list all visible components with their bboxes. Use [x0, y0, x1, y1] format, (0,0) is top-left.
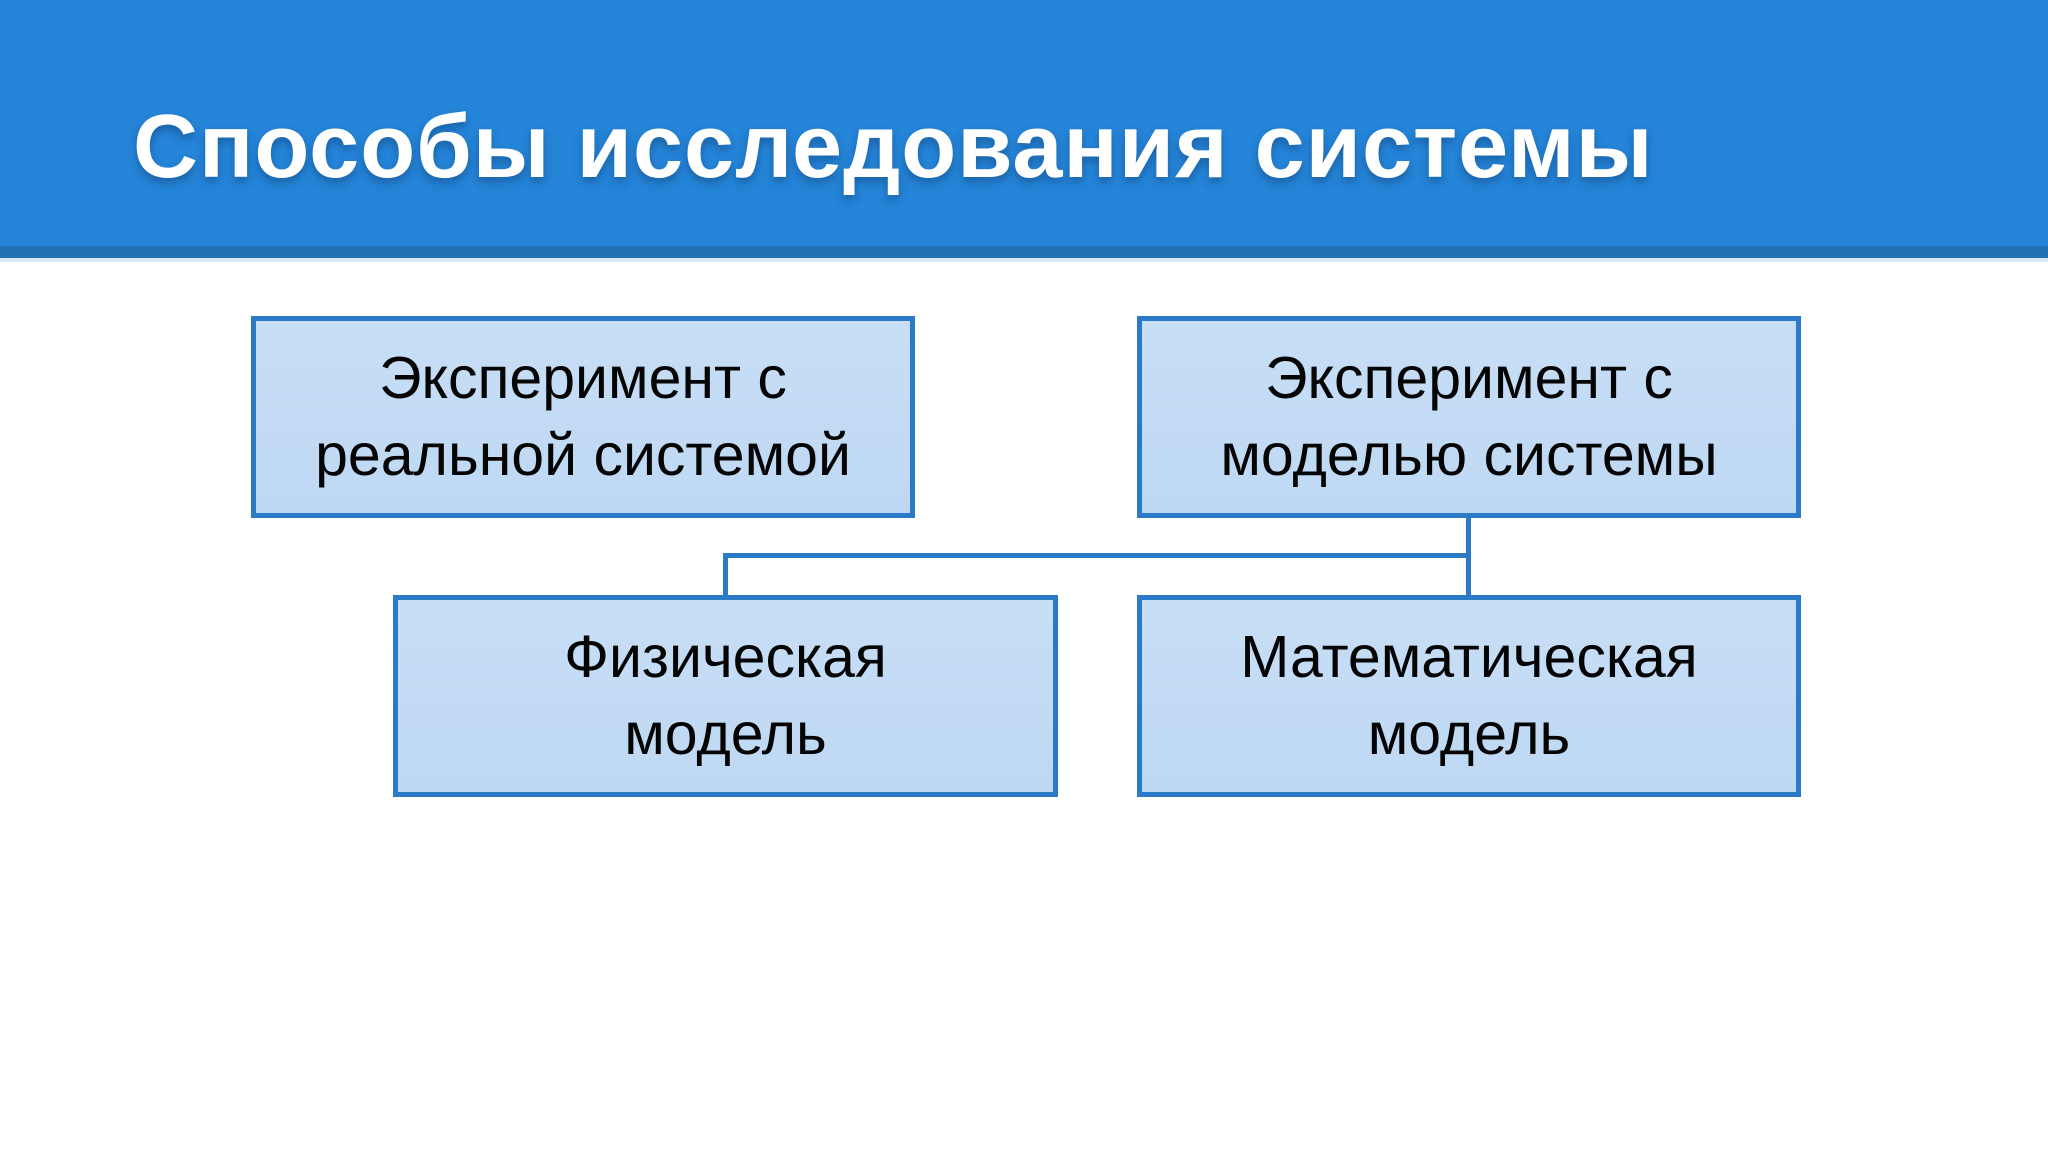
connector-horizontal — [723, 553, 1471, 558]
header-banner — [0, 0, 2048, 246]
header-underline — [0, 258, 2048, 262]
box-physical-model: Физическая модель — [393, 595, 1058, 797]
box-experiment-model-system: Эксперимент с моделью системы — [1137, 316, 1801, 518]
slide-title: Способы исследования системы — [133, 97, 1654, 197]
connector-to-physical — [723, 553, 728, 599]
box-mathematical-model: Математическая модель — [1137, 595, 1801, 797]
box-experiment-real-system: Эксперимент с реальной системой — [251, 316, 915, 518]
header-bottom-stripe — [0, 246, 2048, 258]
